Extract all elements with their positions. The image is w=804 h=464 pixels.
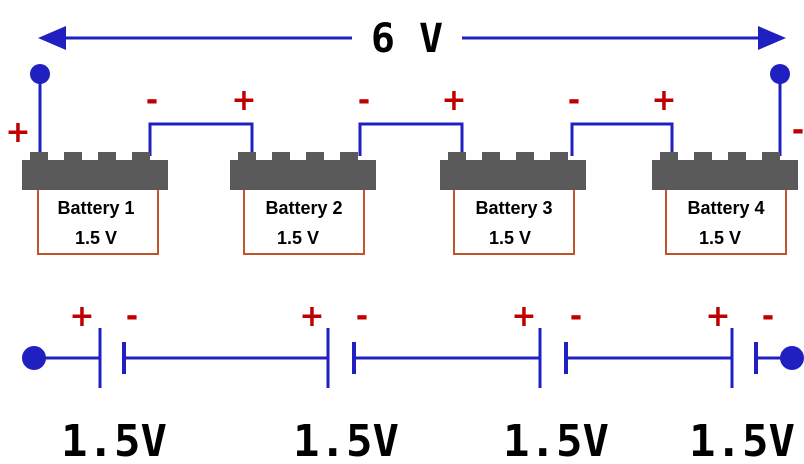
schematic: + - + - + - + - 1.5V 1.5V 1.5V 1.5V <box>22 299 804 464</box>
battery-4-voltage: 1.5 V <box>699 228 741 248</box>
arrow-right-head <box>758 26 786 50</box>
cell-1-minus-sign: - <box>126 299 138 334</box>
battery-3-name: Battery 3 <box>475 198 552 218</box>
top-polarity-signs: + - + - + - + - <box>5 83 804 150</box>
cell-3-plus-sign: + <box>511 299 536 334</box>
cell-2-voltage: 1.5V <box>293 416 399 464</box>
battery-4-tooth <box>762 152 780 162</box>
battery-2-cap <box>230 160 376 190</box>
battery-1-tooth <box>98 152 116 162</box>
battery-4-tooth <box>660 152 678 162</box>
cell-symbol-4 <box>730 328 758 388</box>
cell-3-minus-sign: - <box>570 299 582 334</box>
battery-3: Battery 3 1.5 V <box>440 152 586 255</box>
cell-2-plus-sign: + <box>299 299 324 334</box>
battery-2-tooth <box>238 152 256 162</box>
cell-symbol-3 <box>538 328 568 388</box>
battery-2-minus-sign: - <box>358 83 370 118</box>
right-terminal-dot <box>770 64 790 84</box>
battery-2: Battery 2 1.5 V <box>230 152 376 255</box>
cell-2-minus-sign: - <box>356 299 368 334</box>
battery-4-tooth <box>728 152 746 162</box>
battery-1-plus-sign: + <box>5 115 30 150</box>
battery-4-minus-sign: - <box>792 113 804 148</box>
battery-3-tooth <box>550 152 568 162</box>
total-voltage-arrow: 6 V <box>38 16 786 62</box>
battery-1: Battery 1 1.5 V <box>22 152 168 255</box>
cell-symbol-2 <box>326 328 356 388</box>
battery-2-plus-sign: + <box>231 83 256 118</box>
link-wire-2-3 <box>358 122 464 156</box>
battery-4-cap <box>652 160 798 190</box>
link-wire-3-4 <box>570 122 674 156</box>
cell-4-plus-sign: + <box>705 299 730 334</box>
battery-2-voltage: 1.5 V <box>277 228 319 248</box>
battery-3-tooth <box>482 152 500 162</box>
top-wiring <box>30 64 790 156</box>
link-wire-1-2 <box>148 122 254 156</box>
left-terminal-dot <box>30 64 50 84</box>
battery-3-tooth <box>516 152 534 162</box>
battery-2-name: Battery 2 <box>265 198 342 218</box>
battery-3-tooth <box>448 152 466 162</box>
arrow-left-head <box>38 26 66 50</box>
battery-1-body <box>37 187 159 255</box>
cell-1-voltage: 1.5V <box>61 416 167 464</box>
cell-4-voltage: 1.5V <box>689 416 795 464</box>
battery-2-tooth <box>306 152 324 162</box>
cell-symbol-1 <box>98 328 126 388</box>
battery-2-body <box>243 187 365 255</box>
battery-2-tooth <box>272 152 290 162</box>
battery-4-body <box>665 187 787 255</box>
cell-3-voltage: 1.5V <box>503 416 609 464</box>
cell-4-minus-sign: - <box>762 299 774 334</box>
battery-3-plus-sign: + <box>441 83 466 118</box>
battery-4-tooth <box>694 152 712 162</box>
battery-1-name: Battery 1 <box>57 198 134 218</box>
battery-4-plus-sign: + <box>651 83 676 118</box>
battery-3-minus-sign: - <box>568 83 580 118</box>
battery-2-tooth <box>340 152 358 162</box>
battery-3-cap <box>440 160 586 190</box>
battery-1-tooth <box>30 152 48 162</box>
battery-1-cap <box>22 160 168 190</box>
cell-1-plus-sign: + <box>69 299 94 334</box>
battery-1-minus-sign: - <box>146 83 158 118</box>
battery-1-voltage: 1.5 V <box>75 228 117 248</box>
battery-4: Battery 4 1.5 V <box>652 152 798 255</box>
battery-4-name: Battery 4 <box>687 198 764 218</box>
total-voltage-label: 6 V <box>371 16 443 62</box>
battery-1-tooth <box>132 152 150 162</box>
battery-1-tooth <box>64 152 82 162</box>
battery-3-voltage: 1.5 V <box>489 228 531 248</box>
